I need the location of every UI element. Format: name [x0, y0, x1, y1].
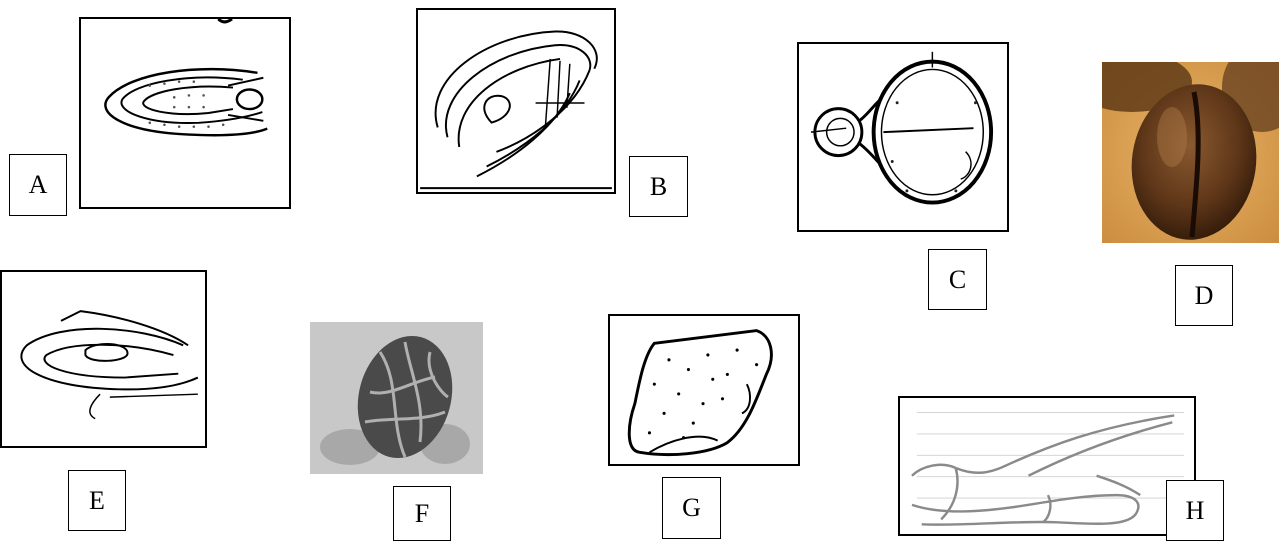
label-h: H	[1166, 480, 1224, 541]
seed-drawing-e	[2, 272, 205, 446]
label-d: D	[1175, 265, 1233, 326]
label-b: B	[629, 156, 688, 217]
seed-diagram-a	[79, 17, 291, 209]
seed-drawing-a	[81, 19, 289, 207]
seed-photo-drawing-d	[1102, 62, 1279, 243]
seed-diagram-h	[898, 396, 1196, 536]
seed-drawing-g	[610, 316, 798, 464]
label-f: F	[393, 486, 451, 541]
label-c: C	[928, 249, 987, 310]
seed-diagram-e	[0, 270, 207, 448]
label-a: A	[9, 154, 67, 216]
seed-photo-d	[1102, 62, 1279, 243]
seed-diagram-c	[797, 42, 1009, 232]
seed-drawing-b	[418, 10, 614, 192]
label-e: E	[68, 470, 126, 531]
seed-drawing-c	[799, 44, 1007, 230]
label-g: G	[662, 477, 721, 539]
seed-diagram-f	[310, 322, 483, 474]
seed-diagram-g	[608, 314, 800, 466]
seed-diagram-b	[416, 8, 616, 194]
seed-drawing-h	[900, 398, 1194, 534]
seed-drawing-f	[310, 322, 483, 474]
